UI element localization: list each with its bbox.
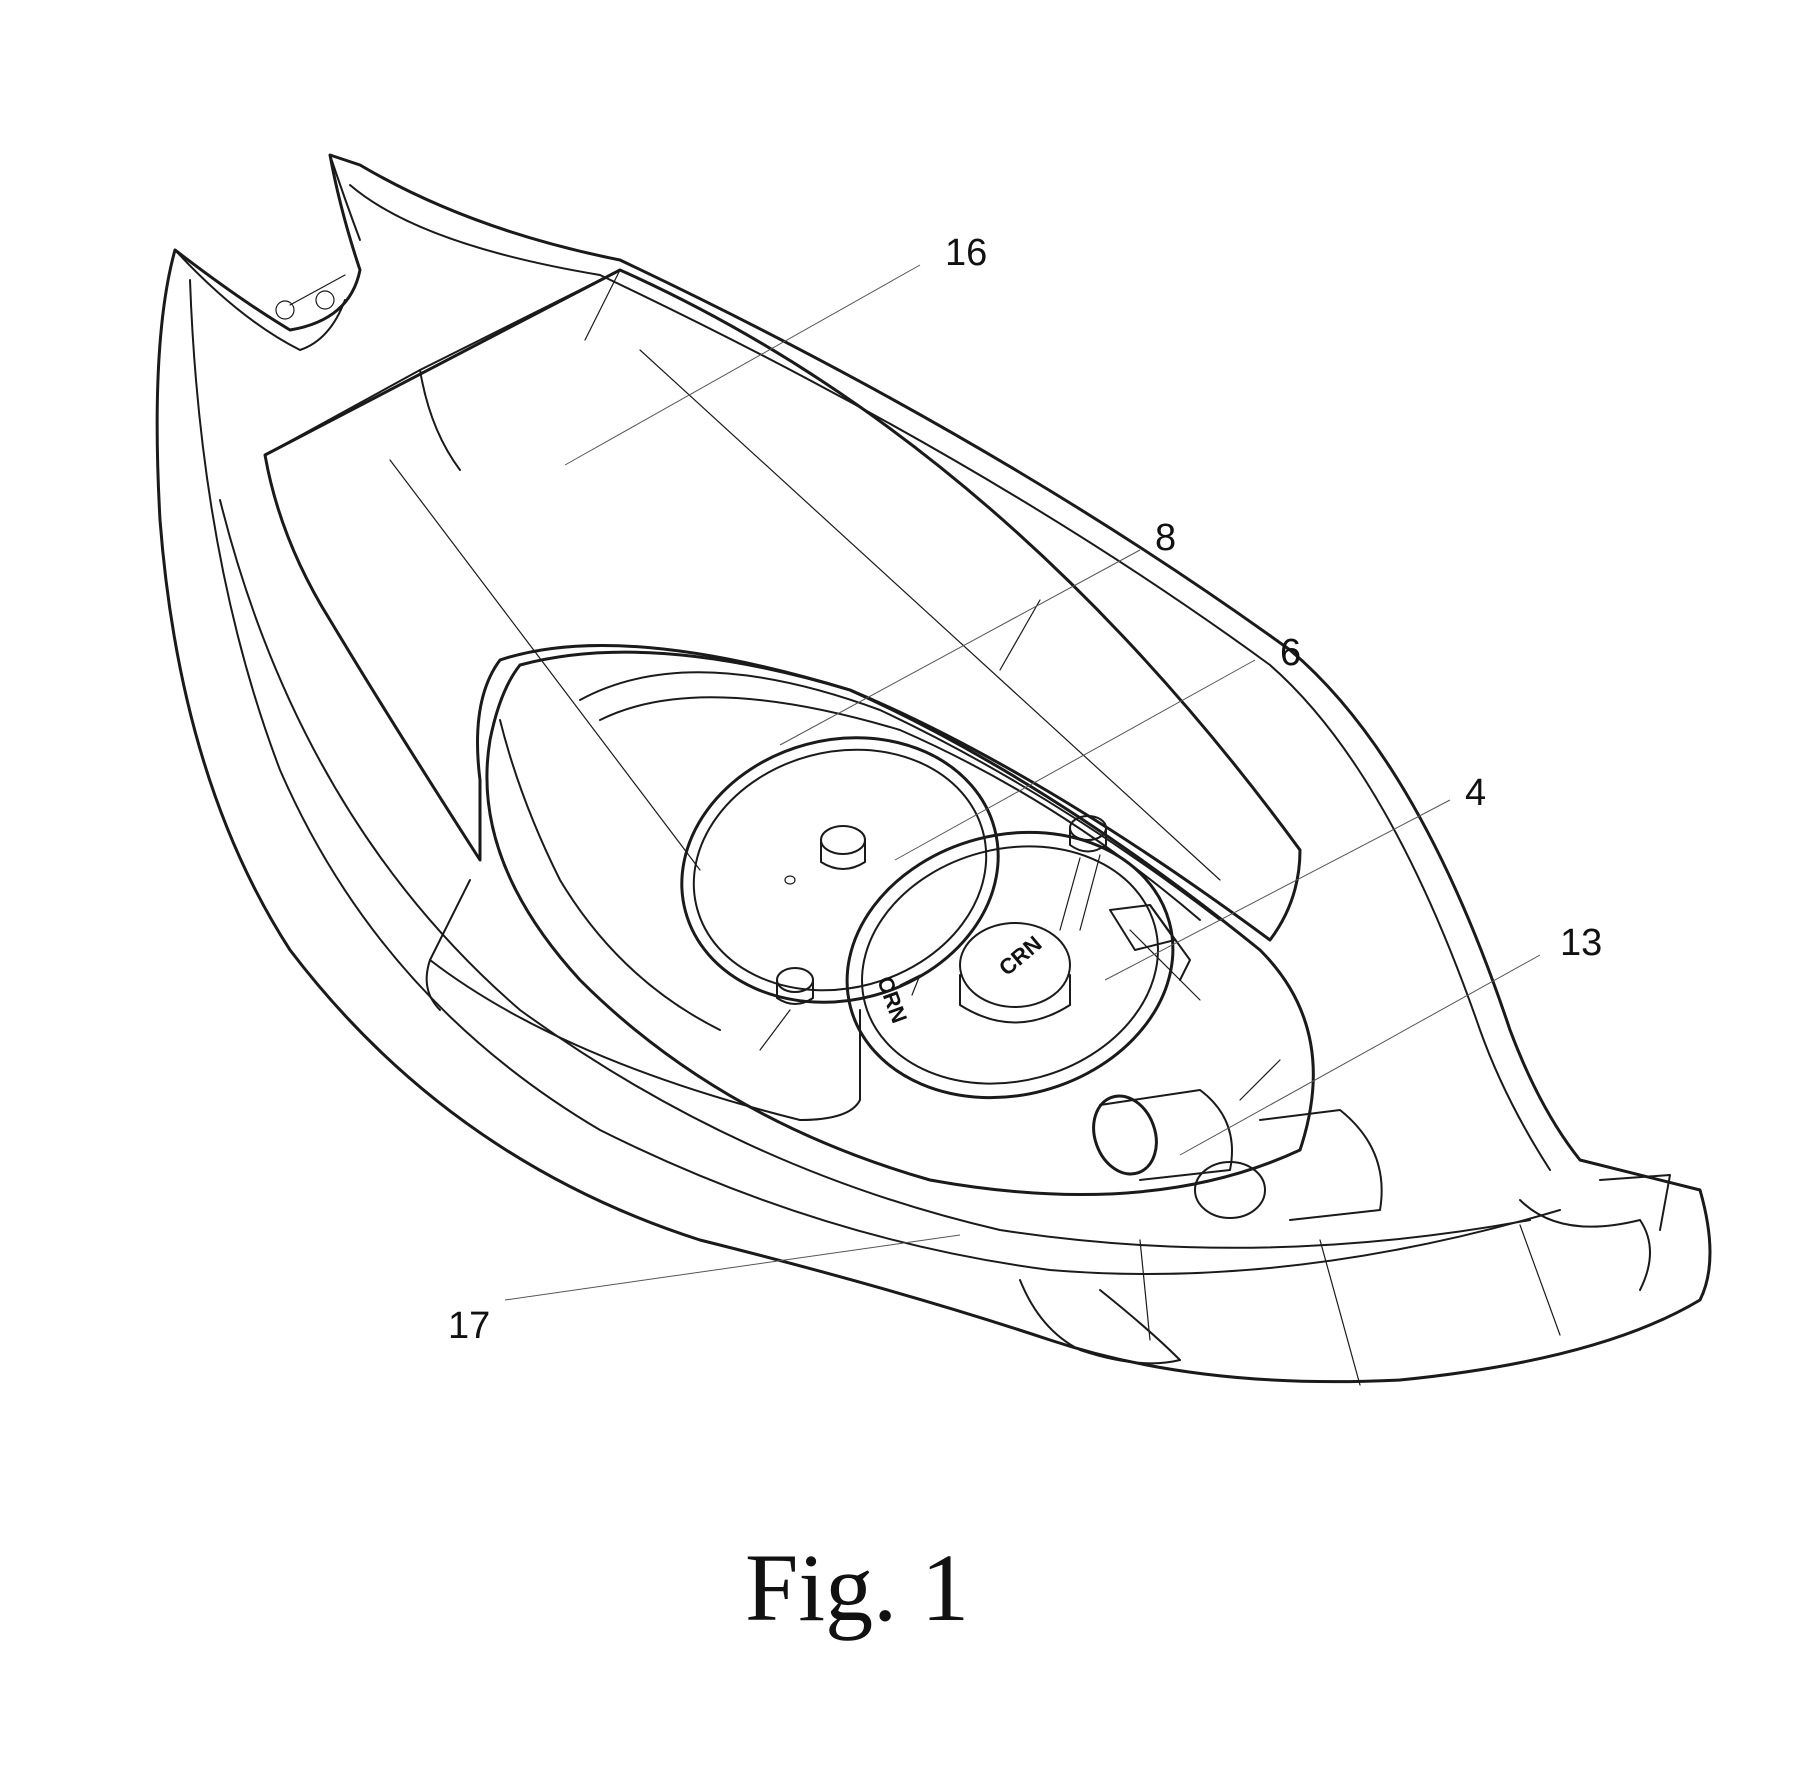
cover-plate: [265, 270, 1300, 1120]
figure-caption: Fig. 1: [745, 1534, 969, 1641]
marked-gear: CRN CRN: [817, 797, 1203, 1134]
reference-numeral-4: 4: [1465, 772, 1486, 814]
reference-numeral-6: 6: [1280, 632, 1301, 674]
inner-tray: [487, 652, 1313, 1194]
hub-marking-text: CRN: [994, 931, 1047, 981]
reference-numeral-13: 13: [1560, 922, 1602, 964]
rim-marking-text: CRN: [872, 973, 912, 1026]
drive-pin: [1110, 905, 1200, 1000]
mounting-screws: [760, 816, 1106, 1050]
reference-numeral-16: 16: [945, 232, 987, 274]
reference-numeral-8: 8: [1155, 517, 1176, 559]
motor-roller: [1083, 1060, 1382, 1220]
reference-numeral-17: 17: [448, 1305, 490, 1347]
